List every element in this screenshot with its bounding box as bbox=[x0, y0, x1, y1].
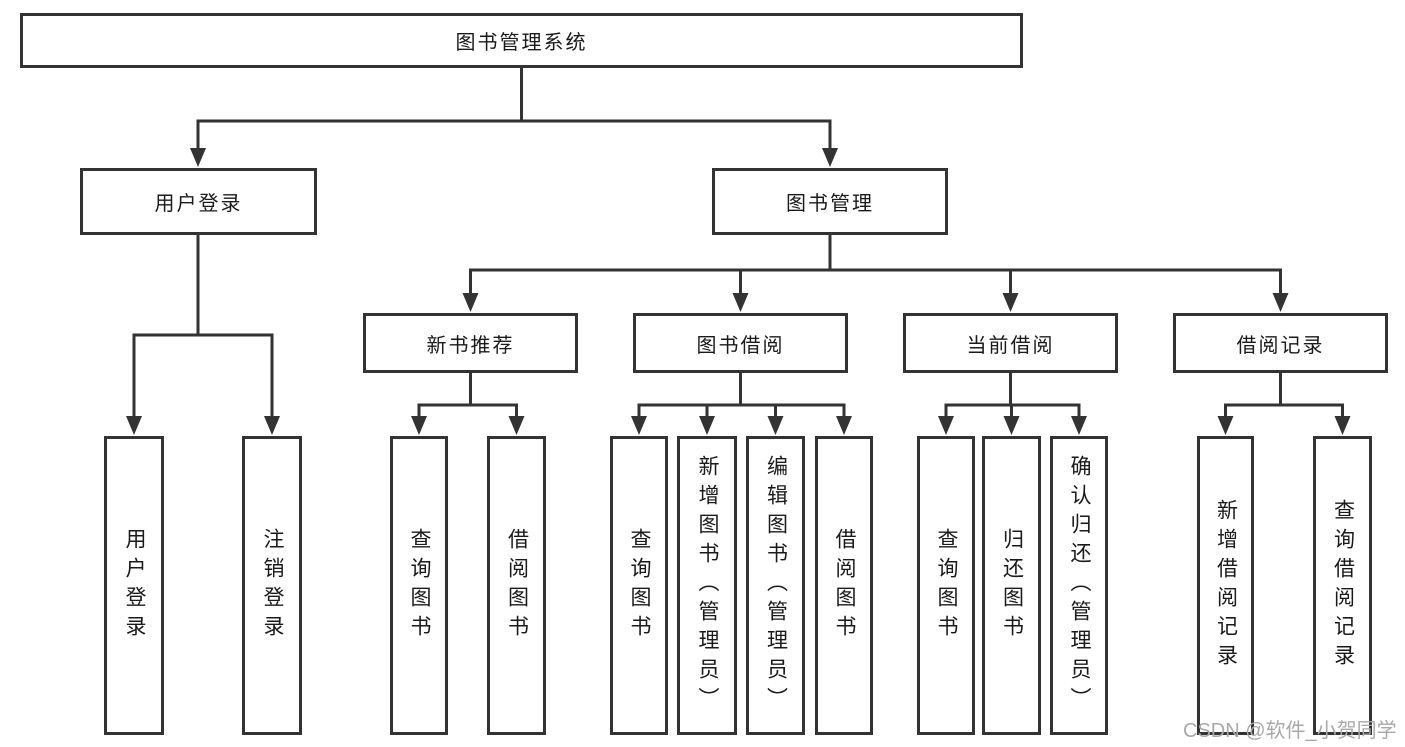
watermark: CSDN @软件_小贺同学 bbox=[1183, 720, 1397, 742]
node-user-login: 用户登录 bbox=[80, 168, 317, 235]
leaf-query-books-current: 查询图书 bbox=[917, 436, 975, 735]
node-user-login-label: 用户登录 bbox=[154, 193, 243, 215]
leaf-borrow-books-recommend-label: 借阅图书 bbox=[505, 527, 529, 644]
edge-new-book-recommend-to-leaves bbox=[417, 373, 518, 417]
node-book-management-label: 图书管理 bbox=[786, 193, 874, 215]
leaf-add-borrow-record: 新增借阅记录 bbox=[1197, 436, 1254, 735]
arrowhead bbox=[732, 293, 749, 312]
arrowhead bbox=[1071, 416, 1087, 435]
arrowhead bbox=[462, 293, 479, 312]
leaf-user-login: 用户登录 bbox=[104, 436, 164, 735]
arrowhead bbox=[1334, 416, 1351, 435]
arrowhead bbox=[508, 416, 525, 435]
arrowhead bbox=[1272, 293, 1289, 312]
edge-root-to-level2 bbox=[196, 68, 832, 149]
node-current-borrow: 当前借阅 bbox=[903, 313, 1118, 373]
node-current-borrow-label: 当前借阅 bbox=[966, 334, 1055, 357]
edge-user-login-to-leaves bbox=[132, 235, 274, 417]
node-root-label: 图书管理系统 bbox=[455, 32, 588, 54]
node-new-book-recommend-label: 新书推荐 bbox=[426, 334, 515, 357]
leaf-confirm-return-admin-label: 确认归还（管理员） bbox=[1068, 455, 1091, 716]
leaf-borrow-books-recommend: 借阅图书 bbox=[487, 436, 546, 735]
arrowhead bbox=[631, 416, 647, 435]
arrowhead bbox=[264, 416, 280, 435]
node-book-borrow-label: 图书借阅 bbox=[696, 334, 785, 357]
leaf-query-books-current-label: 查询图书 bbox=[935, 527, 958, 644]
node-book-borrow: 图书借阅 bbox=[633, 313, 848, 373]
node-new-book-recommend: 新书推荐 bbox=[363, 313, 578, 373]
arrowhead bbox=[411, 416, 427, 435]
arrowhead bbox=[190, 148, 206, 167]
leaf-query-books-recommend-label: 查询图书 bbox=[408, 527, 431, 644]
leaf-query-books-borrow: 查询图书 bbox=[610, 436, 668, 735]
arrowhead bbox=[126, 416, 142, 435]
arrowhead bbox=[1003, 416, 1020, 435]
edge-borrow-records-to-leaves bbox=[1224, 373, 1344, 417]
leaf-add-book-admin: 新增图书（管理员） bbox=[677, 436, 737, 735]
leaf-logout: 注销登录 bbox=[242, 436, 302, 735]
leaf-edit-book-admin-label: 编辑图书（管理员） bbox=[764, 455, 788, 716]
arrowhead bbox=[822, 148, 838, 167]
leaf-query-books-borrow-label: 查询图书 bbox=[628, 527, 651, 644]
node-borrow-records: 借阅记录 bbox=[1173, 313, 1388, 373]
node-borrow-records-label: 借阅记录 bbox=[1236, 334, 1325, 357]
leaf-return-book: 归还图书 bbox=[982, 436, 1041, 735]
leaf-borrow-books-label: 借阅图书 bbox=[833, 527, 856, 644]
leaf-add-book-admin-label: 新增图书（管理员） bbox=[696, 455, 719, 716]
leaf-query-borrow-record: 查询借阅记录 bbox=[1313, 436, 1372, 735]
edge-book-management-to-level3 bbox=[469, 235, 1282, 294]
leaf-logout-label: 注销登录 bbox=[261, 527, 284, 644]
edge-book-borrow-to-leaves bbox=[637, 373, 846, 417]
leaf-query-books-recommend: 查询图书 bbox=[390, 436, 448, 735]
edge-current-borrow-to-leaves bbox=[944, 373, 1081, 417]
node-root: 图书管理系统 bbox=[20, 13, 1023, 68]
leaf-return-book-label: 归还图书 bbox=[1000, 527, 1024, 644]
arrowhead bbox=[938, 416, 954, 435]
leaf-query-borrow-record-label: 查询借阅记录 bbox=[1331, 498, 1355, 673]
arrowhead bbox=[836, 416, 852, 435]
leaf-edit-book-admin: 编辑图书（管理员） bbox=[746, 436, 805, 735]
leaf-confirm-return-admin: 确认归还（管理员） bbox=[1050, 436, 1108, 735]
arrowhead bbox=[1217, 416, 1234, 435]
leaf-add-borrow-record-label: 新增借阅记录 bbox=[1214, 498, 1238, 673]
leaf-user-login-label: 用户登录 bbox=[123, 527, 146, 644]
arrowhead bbox=[1002, 293, 1019, 312]
node-book-management: 图书管理 bbox=[712, 168, 948, 235]
arrowhead bbox=[767, 416, 784, 435]
arrowhead bbox=[699, 416, 715, 435]
leaf-borrow-books: 借阅图书 bbox=[815, 436, 873, 735]
